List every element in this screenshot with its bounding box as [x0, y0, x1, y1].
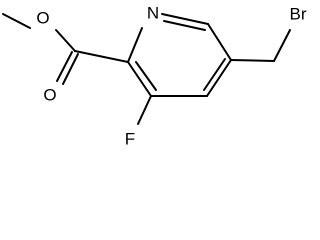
bond-ester-oxygen-carbonyl: [55, 29, 76, 52]
bond-methylene-bromine: [273, 29, 291, 62]
bond-ring-n1-c6-inner: [163, 20, 206, 31]
bond-carbonyl-double-b: [62, 53, 79, 85]
bond-ring-c3-c2: [127, 61, 152, 97]
molecule-structure: N O O F Br: [2, 4, 307, 149]
bond-c3-fluorine: [137, 95, 152, 125]
bond-ring-c6-c5: [207, 23, 232, 61]
atom-carbonyl-oxygen: O: [43, 86, 56, 105]
atom-ester-oxygen: O: [36, 9, 49, 28]
bond-carbonyl-double-a: [56, 51, 73, 82]
bond-ring-n1-c6: [161, 13, 209, 25]
bond-methyl-ester-oxygen: [2, 13, 31, 29]
bond-ring-c5-c4-inner: [203, 58, 226, 91]
bond-ring-c2-n1: [127, 27, 143, 63]
bond-ring-c3-c2-inner: [135, 61, 157, 91]
bond-c5-methylene: [230, 59, 275, 62]
bond-carbonyl-ring: [74, 50, 129, 63]
atom-fluorine: F: [125, 130, 135, 149]
atom-ring-nitrogen: N: [147, 4, 159, 23]
atom-bromine: Br: [290, 5, 307, 24]
bond-ring-c5-c4: [206, 59, 232, 97]
